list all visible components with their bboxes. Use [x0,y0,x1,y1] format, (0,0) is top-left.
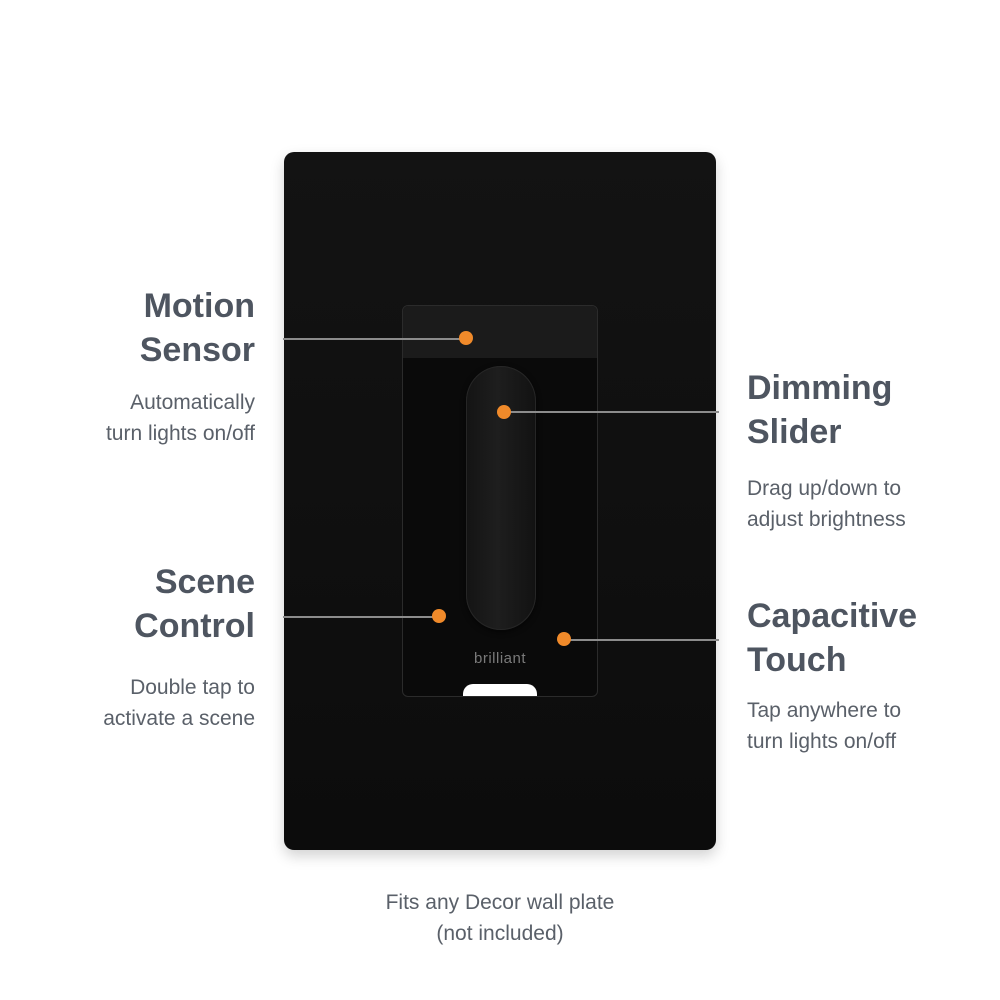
dimming-slider-description: Drag up/down to adjust brightness [747,477,906,531]
capacitive-touch-title: Capacitive Touch [747,597,918,679]
motion-sensor-title: Motion Sensor [139,287,255,369]
motion-sensor-strip [403,306,597,358]
capacitive-touch-dot [557,632,571,646]
scene-control-dot [432,609,446,623]
scene-control-description: Double tap to activate a scene [103,676,255,730]
capacitive-touch-description: Tap anywhere to turn lights on/off [747,699,902,753]
bottom-notch [463,684,537,696]
motion-sensor-line [283,338,461,340]
footer-note: Fits any Decor wall plate (not included) [385,891,615,945]
motion-sensor-dot [459,331,473,345]
scene-control-line [283,616,435,618]
motion-sensor-description: Automatically turn lights on/off [105,391,255,445]
capacitive-touch-line [570,639,719,641]
dimming-slider-dot [497,405,511,419]
switch-faceplate: brilliant [402,305,598,697]
dimming-slider-title: Dimming Slider [747,369,893,451]
brand-logo: brilliant [473,650,527,667]
scene-control-title: Scene Control [134,563,255,645]
dimming-slider-line [510,411,719,413]
